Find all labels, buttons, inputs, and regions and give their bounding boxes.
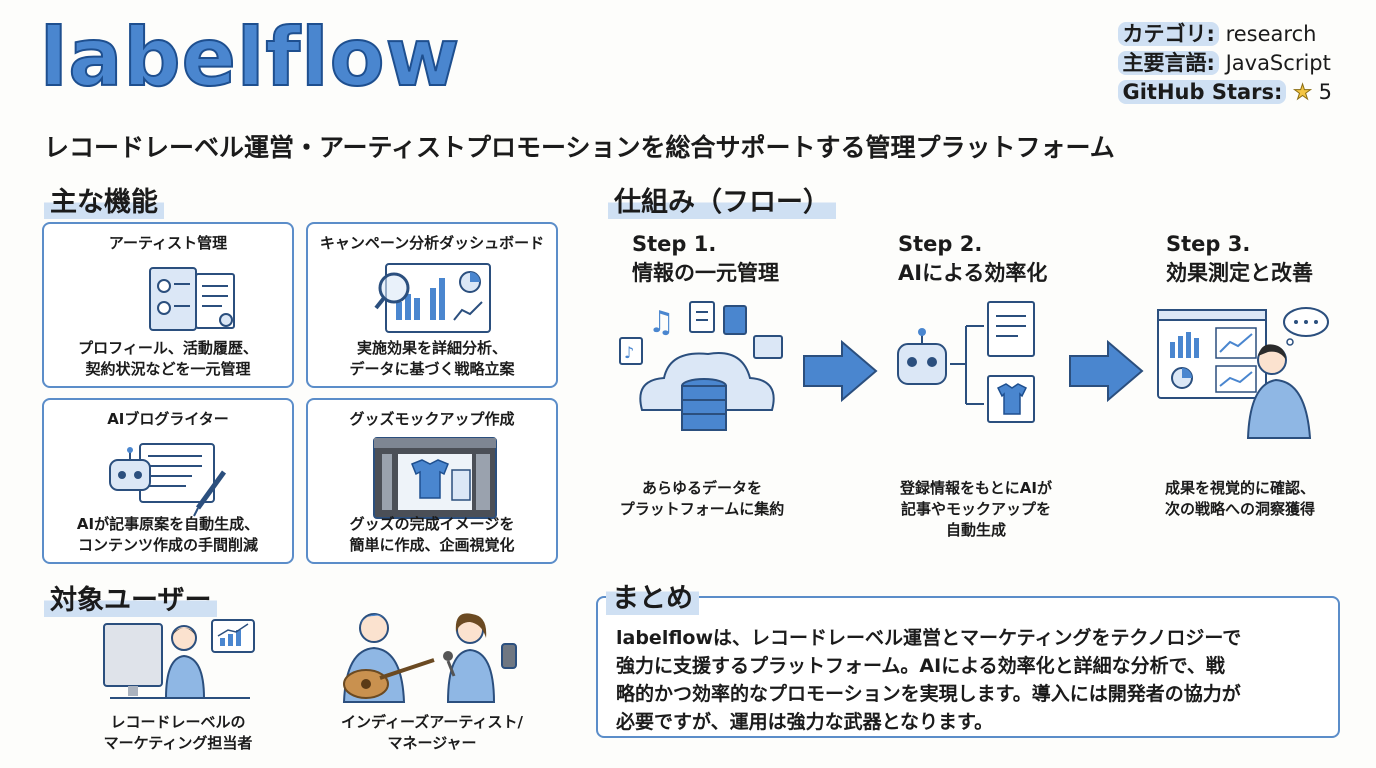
- svg-text:♫: ♫: [648, 305, 675, 340]
- step-label: Step 1.: [632, 232, 717, 256]
- features-heading: 主な機能: [44, 180, 164, 219]
- user-label-line: マーケティング担当者: [103, 734, 253, 752]
- star-icon: ★: [1293, 80, 1313, 105]
- feature-desc-line: データに基づく戦略立案: [349, 360, 515, 378]
- feature-card-artist: アーティスト管理 プロフィール、活動履歴、 契約状況などを一元管理: [42, 222, 294, 388]
- meta-language-value: JavaScript: [1225, 51, 1331, 75]
- analyst-dashboard-icon: [1157, 307, 1329, 439]
- users-heading: 対象ユーザー: [44, 578, 218, 617]
- tagline: レコードレーベル運営・アーティストプロモーションを総合サポートする管理プラットフ…: [44, 133, 1115, 162]
- step-1-header: Step 1. 情報の一元管理: [632, 230, 779, 288]
- step-desc-line: 成果を視覚的に確認、: [1164, 479, 1315, 497]
- step-title: AIによる効率化: [898, 261, 1048, 285]
- user-label-line: マネージャー: [387, 734, 477, 752]
- user-label-line: インディーズアーティスト/: [341, 713, 523, 731]
- step-2-desc: 登録情報をもとにAIが 記事やモックアップを 自動生成: [866, 478, 1086, 541]
- profile-documents-icon: [149, 267, 235, 331]
- mockup-editor-icon: [373, 437, 497, 519]
- feature-title: グッズモックアップ作成: [349, 410, 515, 428]
- user-label-line: レコードレーベルの: [110, 713, 246, 731]
- step-3-header: Step 3. 効果測定と改善: [1166, 230, 1313, 288]
- meta-stars-value: 5: [1318, 80, 1332, 104]
- svg-text:♪: ♪: [624, 343, 634, 362]
- musicians-icon: [342, 613, 517, 703]
- step-title: 効果測定と改善: [1166, 261, 1313, 285]
- step-desc-line: プラットフォームに集約: [619, 500, 785, 518]
- summary-line: 強力に支援するプラットフォーム。AIによる効率化と詳細な分析で、戦: [616, 655, 1225, 677]
- step-label: Step 2.: [898, 232, 983, 256]
- user-label-artist: インディーズアーティスト/ マネージャー: [322, 712, 542, 754]
- feature-desc: 実施効果を詳細分析、 データに基づく戦略立案: [308, 338, 556, 380]
- cloud-database-icon: ♫ ♪: [619, 301, 783, 431]
- feature-desc: プロフィール、活動履歴、 契約状況などを一元管理: [44, 338, 292, 380]
- step-2-header: Step 2. AIによる効率化: [898, 230, 1047, 288]
- feature-desc-line: グッズの完成イメージを: [349, 515, 515, 533]
- analytics-dashboard-icon: [374, 263, 491, 333]
- step-title: 情報の一元管理: [632, 261, 779, 285]
- step-1-desc: あらゆるデータを プラットフォームに集約: [592, 478, 812, 520]
- arrow-right-icon: [803, 339, 878, 403]
- meta-stars: GitHub Stars: ★ 5: [1118, 78, 1332, 107]
- feature-desc-line: コンテンツ作成の手間削減: [77, 536, 258, 554]
- user-label-marketer: レコードレーベルの マーケティング担当者: [68, 712, 288, 754]
- step-3-desc: 成果を視覚的に確認、 次の戦略への洞察獲得: [1130, 478, 1350, 520]
- app-logo: labelflow: [39, 11, 461, 104]
- robot-writer-icon: [109, 443, 227, 517]
- meta-language-key: 主要言語:: [1118, 51, 1219, 75]
- meta-stars-key: GitHub Stars:: [1118, 80, 1287, 104]
- feature-card-dashboard: キャンペーン分析ダッシュボード 実施効果を詳細分析、 データに基づく戦略立案: [306, 222, 558, 388]
- meta-category-key: カテゴリ:: [1118, 22, 1219, 46]
- summary-heading: まとめ: [606, 576, 699, 615]
- summary-line: labelflowは、レコードレーベル運営とマーケティングをテクノロジーで: [616, 627, 1242, 649]
- flow-heading: 仕組み（フロー）: [608, 180, 836, 219]
- feature-desc-line: 実施効果を詳細分析、: [356, 339, 507, 357]
- meta-category-value: research: [1225, 22, 1317, 46]
- summary-line: 必要ですが、運用は強力な武器となります。: [616, 711, 994, 733]
- robot-generation-icon: [897, 301, 1035, 423]
- feature-desc: AIが記事原案を自動生成、 コンテンツ作成の手間削減: [44, 514, 292, 556]
- meta-category: カテゴリ: research: [1118, 20, 1332, 49]
- summary-box: labelflowは、レコードレーベル運営とマーケティングをテクノロジーで 強力…: [596, 596, 1340, 738]
- step-desc-line: 自動生成: [945, 521, 1006, 539]
- step-desc-line: あらゆるデータを: [641, 479, 762, 497]
- feature-desc: グッズの完成イメージを 簡単に作成、企画視覚化: [308, 514, 556, 556]
- step-desc-line: 次の戦略への洞察獲得: [1164, 500, 1315, 518]
- feature-title: アーティスト管理: [108, 234, 228, 252]
- meta-language: 主要言語: JavaScript: [1118, 49, 1332, 78]
- step-desc-line: 記事やモックアップを: [900, 500, 1051, 518]
- step-label: Step 3.: [1166, 232, 1251, 256]
- feature-title: キャンペーン分析ダッシュボード: [319, 234, 545, 252]
- feature-desc-line: 契約状況などを一元管理: [85, 360, 251, 378]
- summary-text: labelflowは、レコードレーベル運営とマーケティングをテクノロジーで 強力…: [616, 624, 1322, 736]
- feature-card-mockup: グッズモックアップ作成 グッズの完成イメージを 簡単に作成、企画視覚化: [306, 398, 558, 564]
- step-desc-line: 登録情報をもとにAIが: [900, 479, 1052, 497]
- feature-desc-line: 簡単に作成、企画視覚化: [349, 536, 515, 554]
- marketer-at-computer-icon: [103, 619, 255, 699]
- feature-card-ai-writer: AIブログライター AIが記事原案を自動生成、 コンテンツ作成の手間削減: [42, 398, 294, 564]
- arrow-right-icon: [1069, 339, 1144, 403]
- repo-meta: カテゴリ: research 主要言語: JavaScript GitHub S…: [1118, 20, 1332, 107]
- feature-title: AIブログライター: [107, 410, 229, 428]
- summary-line: 略的かつ効率的なプロモーションを実現します。導入には開発者の協力が: [616, 683, 1241, 705]
- feature-desc-line: プロフィール、活動履歴、: [78, 339, 258, 357]
- feature-desc-line: AIが記事原案を自動生成、: [76, 515, 260, 533]
